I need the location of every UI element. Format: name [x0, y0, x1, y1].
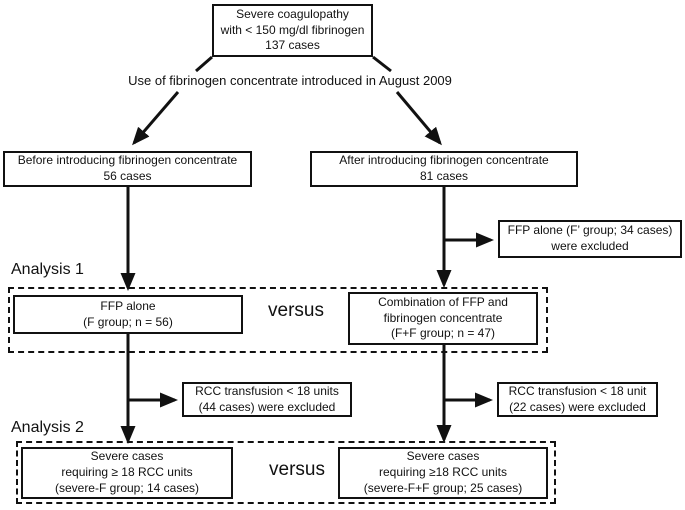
node-line: (22 cases) were excluded — [509, 399, 646, 414]
node-line: RCC transfusion < 18 units — [195, 383, 339, 398]
analysis-1-group-box — [8, 287, 548, 353]
analysis-2-group-box — [16, 441, 556, 504]
node-rcc-excluded-left: RCC transfusion < 18 units (44 cases) we… — [182, 382, 352, 417]
node-line: Before introducing fibrinogen concentrat… — [17, 153, 238, 168]
node-line: 81 cases — [419, 169, 469, 183]
node-line: 137 cases — [265, 38, 320, 53]
node-before-group: Before introducing fibrinogen concentrat… — [3, 151, 252, 187]
node-after-group: After introducing fibrinogen concentrate… — [310, 151, 578, 187]
node-line: (F+F group; n = 47) — [390, 326, 496, 341]
connector-to-before-arrow — [132, 91, 180, 146]
analysis-2-label: Analysis 2 — [11, 419, 84, 436]
node-severe-ff: Severe cases requiring ≥18 RCC units (se… — [338, 447, 548, 499]
node-ffp-alone: FFP alone (F group; n = 56) — [13, 295, 243, 334]
node-line: Severe cases — [406, 449, 480, 464]
connector-to-after-arrow — [395, 91, 442, 146]
node-line: requiring ≥ 18 RCC units — [61, 465, 193, 480]
versus-2-label: versus — [269, 459, 325, 480]
node-line: RCC transfusion < 18 unit — [508, 383, 647, 398]
node-line: FFP alone — [100, 298, 156, 313]
node-line: Combination of FFP and — [378, 294, 508, 309]
node-line: 56 cases — [103, 169, 152, 183]
node-line: After introducing fibrinogen concentrate — [339, 153, 549, 168]
node-line: (F group; n = 56) — [83, 314, 173, 329]
node-line: (severe-F group; 14 cases) — [54, 480, 200, 495]
versus-1-label: versus — [268, 300, 324, 321]
node-line: fibrinogen concentrate — [383, 310, 503, 325]
node-line: were excluded — [551, 239, 629, 253]
node-line: requiring ≥18 RCC units — [379, 465, 507, 480]
node-combination: Combination of FFP and fibrinogen concen… — [348, 292, 538, 345]
node-line: Severe coagulopathy — [236, 6, 349, 21]
node-rcc-excluded-right: RCC transfusion < 18 unit (22 cases) wer… — [497, 382, 658, 417]
node-line: Severe cases — [90, 449, 164, 464]
analysis-1-label: Analysis 1 — [11, 261, 84, 278]
connector-top-left-upper — [195, 55, 213, 73]
node-line: (severe-F+F group; 25 cases) — [363, 480, 523, 495]
node-line: with < 150 mg/dl fibrinogen — [220, 22, 365, 37]
node-line: (44 cases) were excluded — [198, 399, 336, 414]
connector-top-right-upper — [372, 55, 392, 73]
node-severe-f: Severe cases requiring ≥ 18 RCC units (s… — [21, 447, 233, 499]
intro-note-label: Use of fibrinogen concentrate introduced… — [128, 73, 452, 88]
node-ffp-alone-excluded: FFP alone (F’ group; 34 cases) were excl… — [498, 220, 682, 258]
node-severe-coagulopathy: Severe coagulopathy with < 150 mg/dl fib… — [212, 4, 373, 57]
node-line: FFP alone (F’ group; 34 cases) — [507, 223, 673, 238]
